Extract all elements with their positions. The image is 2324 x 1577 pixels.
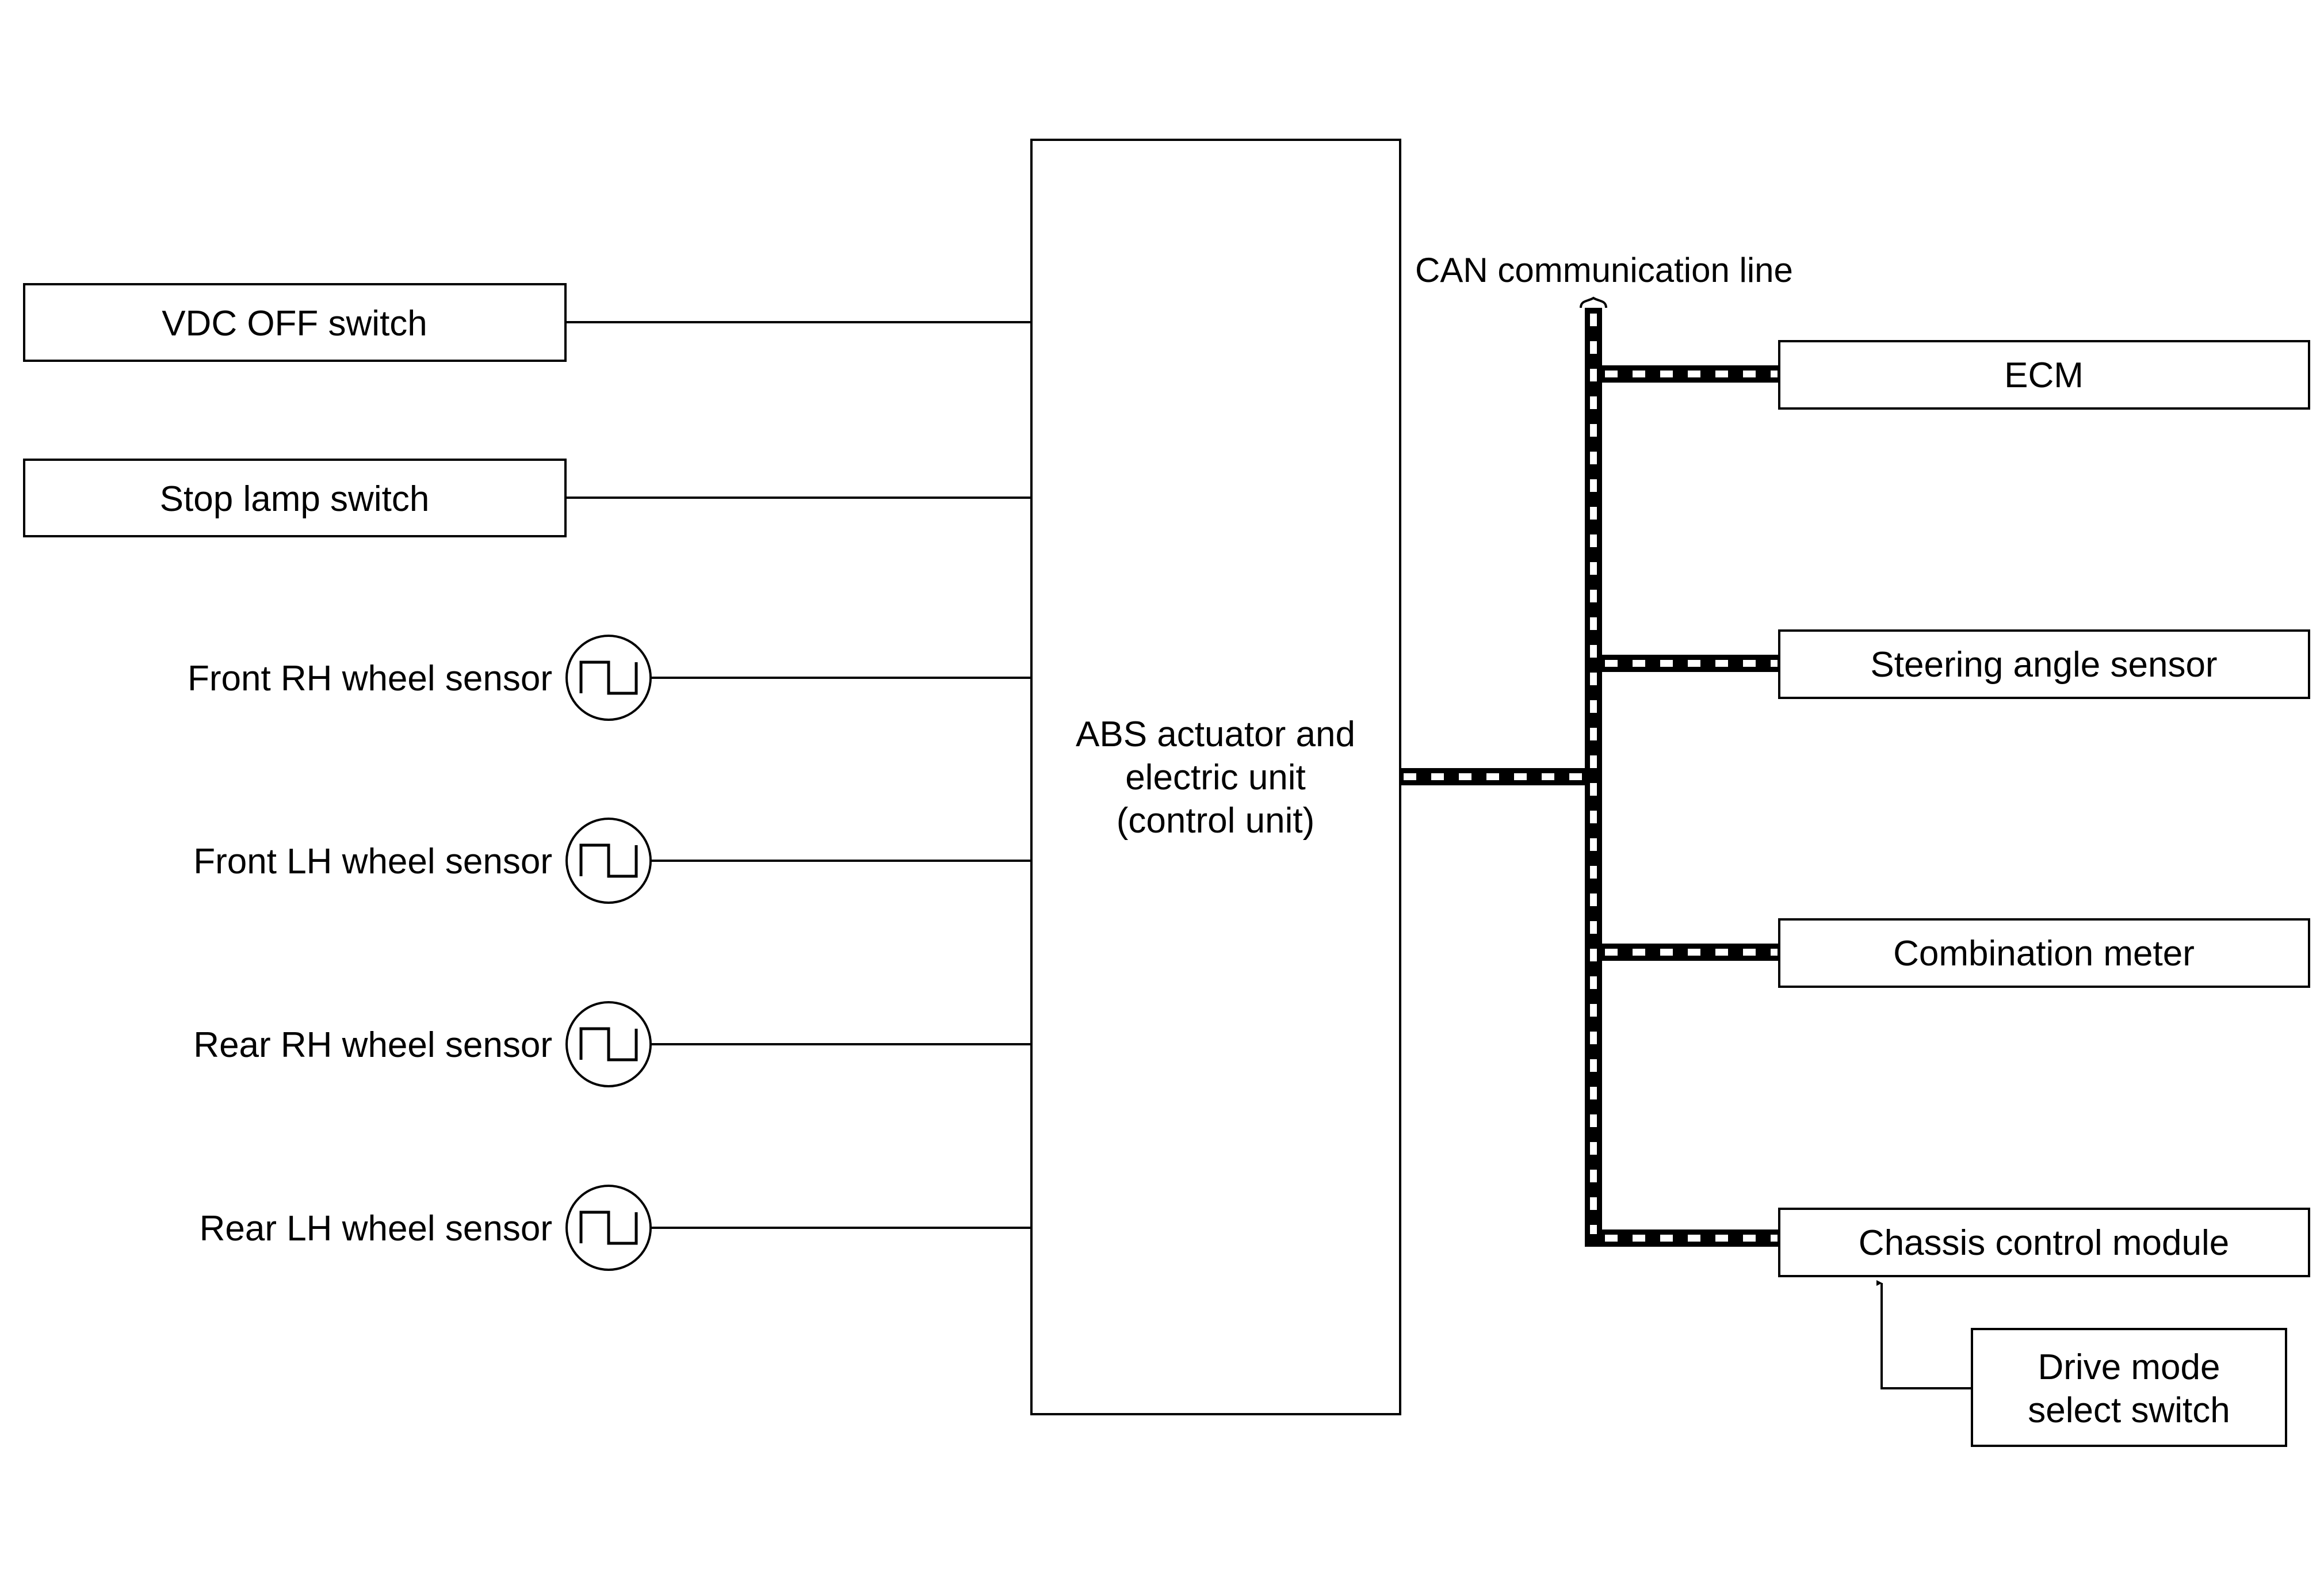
drive-mode-label-line-2: select switch bbox=[2028, 1391, 2230, 1430]
wheel-sensor-rear-lh-label: Rear LH wheel sensor bbox=[200, 1209, 552, 1248]
wheel-sensor-rear-rh: Rear RH wheel sensor bbox=[193, 1001, 652, 1087]
ecm-label: ECM bbox=[2004, 356, 2084, 395]
chassis-control-module-box: Chassis control module bbox=[1778, 1208, 2310, 1277]
vdc-off-switch-box: VDC OFF switch bbox=[23, 283, 567, 362]
drive-mode-select-switch: Drive mode select switch bbox=[1876, 1280, 2287, 1447]
can-label-group: CAN communication line bbox=[1415, 251, 1793, 308]
combination-meter-label: Combination meter bbox=[1893, 934, 2195, 973]
wheel-sensor-rear-lh: Rear LH wheel sensor bbox=[200, 1185, 652, 1271]
stop-lamp-switch-box: Stop lamp switch bbox=[23, 459, 567, 537]
wheel-sensor-front-lh-label: Front LH wheel sensor bbox=[193, 842, 552, 881]
steering-angle-sensor-label: Steering angle sensor bbox=[1870, 645, 2217, 685]
ecm-box: ECM bbox=[1778, 340, 2310, 410]
combination-meter-box: Combination meter bbox=[1778, 918, 2310, 988]
wheel-sensor-rear-rh-label: Rear RH wheel sensor bbox=[193, 1025, 552, 1065]
input-wires bbox=[565, 321, 1031, 1229]
can-communication-line-label: CAN communication line bbox=[1415, 251, 1793, 289]
wheel-sensor-front-lh: Front LH wheel sensor bbox=[193, 818, 652, 904]
can-bracket bbox=[1580, 296, 1607, 308]
abs-unit-label-line-3: (control unit) bbox=[1117, 801, 1315, 841]
steering-angle-sensor-box: Steering angle sensor bbox=[1778, 629, 2310, 699]
drive-mode-arrow bbox=[1876, 1280, 1972, 1389]
drive-mode-label-line-1: Drive mode bbox=[2038, 1347, 2220, 1387]
wheel-sensor-front-rh: Front RH wheel sensor bbox=[188, 635, 652, 721]
chassis-control-module-label: Chassis control module bbox=[1859, 1223, 2229, 1263]
abs-unit-label-line-1: ABS actuator and bbox=[1076, 715, 1355, 754]
abs-control-unit: ABS actuator and electric unit (control … bbox=[1030, 139, 1401, 1415]
wheel-sensor-front-rh-label: Front RH wheel sensor bbox=[188, 659, 552, 698]
abs-unit-label-line-2: electric unit bbox=[1125, 758, 1306, 797]
vdc-off-switch-label: VDC OFF switch bbox=[162, 304, 427, 343]
can-bus bbox=[1400, 308, 1779, 1247]
stop-lamp-switch-label: Stop lamp switch bbox=[160, 479, 430, 519]
